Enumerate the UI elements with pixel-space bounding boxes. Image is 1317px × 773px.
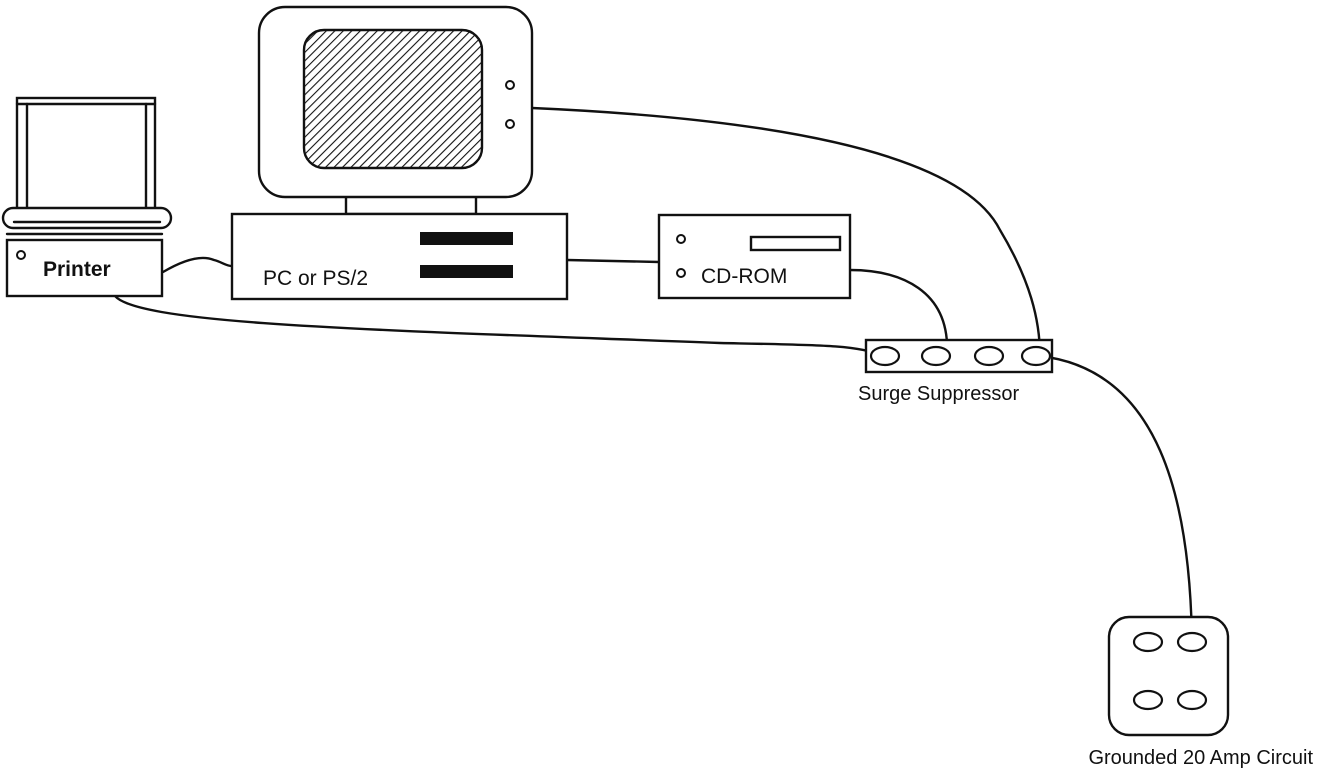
wall-socket-top-right [1176, 631, 1208, 653]
surge-suppressor: Surge Suppressor [858, 338, 1054, 405]
surge-outlet-3 [973, 345, 1005, 367]
printer: Printer [1, 96, 173, 298]
cdrom-power-cable [848, 268, 949, 356]
monitor-knob-bottom [505, 119, 515, 129]
printer-body [5, 238, 164, 298]
surge-outlet-4 [1020, 345, 1052, 367]
monitor-stand [344, 194, 478, 216]
printer-paper-tray [15, 96, 157, 220]
monitor-power-cable [530, 106, 1042, 358]
printer-platen [1, 206, 173, 230]
cables [113, 106, 1194, 644]
wall-socket-bottom-left [1132, 689, 1164, 711]
wall-outlet: Grounded 20 Amp Circuit [1088, 615, 1313, 769]
monitor [257, 5, 534, 216]
printer-power-cable [113, 294, 885, 358]
wall-outlet-plate [1107, 615, 1230, 737]
cdrom-led-top [676, 234, 686, 244]
surge-suppressor-label: Surge Suppressor [858, 383, 1020, 405]
printer-power-led [16, 250, 26, 260]
pc-drive-bay-top [420, 232, 513, 245]
surge-outlet-2 [920, 345, 952, 367]
surge-to-outlet-cable [1038, 354, 1194, 644]
pc-drive-bay-bottom [420, 265, 513, 278]
monitor-screen [302, 28, 484, 170]
pc-label: PC or PS/2 [263, 267, 368, 290]
printer-data-cable [161, 256, 234, 274]
pc-to-cdrom-cable [565, 258, 661, 264]
pc-case [230, 212, 569, 301]
monitor-knob-top [505, 80, 515, 90]
printer-label: Printer [43, 258, 111, 281]
pc: PC or PS/2 [230, 212, 569, 301]
cdrom-led-bottom [676, 268, 686, 278]
cdrom: CD-ROM [657, 213, 852, 300]
cdrom-case [657, 213, 852, 300]
surge-outlet-1 [869, 345, 901, 367]
wall-socket-top-left [1132, 631, 1164, 653]
wall-outlet-label: Grounded 20 Amp Circuit [1088, 747, 1313, 769]
cdrom-label: CD-ROM [701, 265, 787, 288]
wall-socket-bottom-right [1176, 689, 1208, 711]
cdrom-tray-slot [749, 235, 842, 252]
